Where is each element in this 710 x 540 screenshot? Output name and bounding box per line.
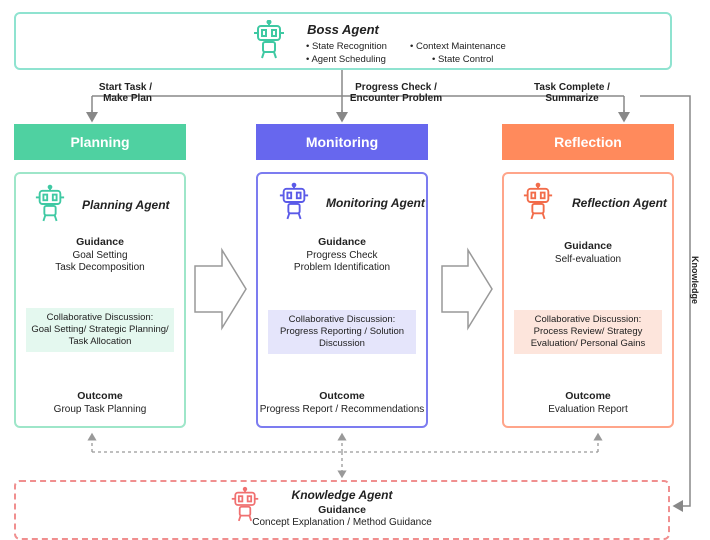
reflection-discussion: Collaborative Discussion:Process Review/… <box>514 310 662 354</box>
planning-discussion: Collaborative Discussion:Goal Setting/ S… <box>26 308 174 352</box>
planning-outcome: Group Task Planning <box>53 404 147 415</box>
knowledge-side-label: Knowledge <box>690 256 700 305</box>
boss-to-phases-line <box>91 70 625 120</box>
planning-guidance-title: Guidance <box>76 236 124 248</box>
planning-guidance-2: Task Decomposition <box>55 262 145 273</box>
monitoring-agent-title: Monitoring Agent <box>326 196 425 210</box>
monitoring-agent-card: Monitoring Agent Guidance Progress Check… <box>256 172 428 428</box>
knowledge-guidance: Concept Explanation / Method Guidance <box>252 517 432 528</box>
planning-guidance-1: Goal Setting <box>72 250 128 261</box>
monitoring-outcome-title: Outcome <box>319 390 365 402</box>
phase-reflection-header: Reflection <box>502 124 674 160</box>
reflection-robot-icon <box>523 182 553 220</box>
boss-agent-box: Boss Agent • State Recognition • Context… <box>14 12 672 70</box>
block-arrow-2 <box>441 247 493 331</box>
monitoring-outcome: Progress Report / Recommendations <box>259 404 425 415</box>
monitoring-robot-icon <box>279 182 309 220</box>
label-progress-check: Progress Check /Encounter Problem <box>349 82 443 104</box>
knowledge-side-line <box>640 95 691 512</box>
knowledge-agent-box: Knowledge Agent Guidance Concept Explana… <box>14 480 670 540</box>
planning-robot-icon <box>35 184 65 222</box>
monitoring-discussion: Collaborative Discussion:Progress Report… <box>268 310 416 354</box>
boss-agent-title: Boss Agent <box>307 22 379 37</box>
reflection-guidance-title: Guidance <box>564 240 612 252</box>
reflection-outcome: Evaluation Report <box>548 404 628 415</box>
reflection-agent-card: Reflection Agent Guidance Self-evaluatio… <box>502 172 674 428</box>
label-task-complete: Task Complete /Summarize <box>534 82 610 104</box>
label-start-task: Start Task /Make Plan <box>98 82 152 104</box>
boss-item-state-control: • State Control <box>432 54 494 65</box>
boss-robot-icon <box>254 20 284 59</box>
block-arrow-1 <box>194 247 247 331</box>
planning-outcome-title: Outcome <box>77 390 123 402</box>
monitoring-guidance-1: Progress Check <box>306 250 378 261</box>
knowledge-guidance-title: Guidance <box>318 504 366 516</box>
phase-monitoring-header: Monitoring <box>256 124 428 160</box>
knowledge-agent-title: Knowledge Agent <box>291 488 393 502</box>
monitoring-guidance-title: Guidance <box>318 236 366 248</box>
planning-agent-card: Planning Agent Guidance Goal Setting Tas… <box>14 172 186 428</box>
knowledge-robot-icon <box>231 486 259 522</box>
planning-agent-title: Planning Agent <box>82 198 170 212</box>
boss-item-state-recognition: • State Recognition <box>306 41 387 52</box>
monitoring-guidance-2: Problem Identification <box>293 262 391 273</box>
reflection-outcome-title: Outcome <box>565 390 611 402</box>
phase-planning-header: Planning <box>14 124 186 160</box>
boss-item-context-maintenance: • Context Maintenance <box>410 41 506 52</box>
reflection-agent-title: Reflection Agent <box>572 196 667 210</box>
reflection-guidance-1: Self-evaluation <box>554 254 622 265</box>
boss-item-agent-scheduling: • Agent Scheduling <box>306 54 386 65</box>
